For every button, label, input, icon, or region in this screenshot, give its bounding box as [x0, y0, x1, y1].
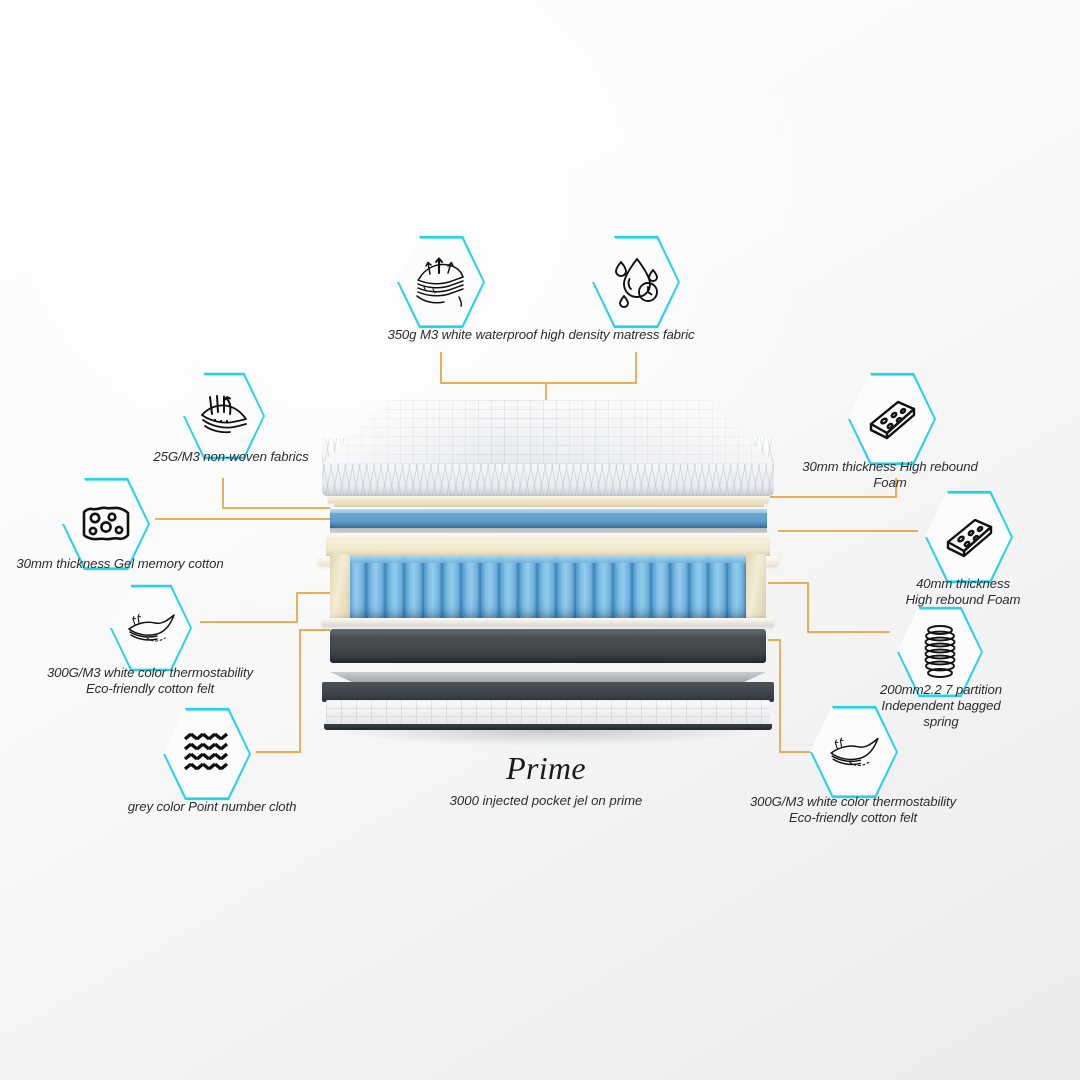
foam-block-icon	[865, 398, 919, 440]
caption-cotton-felt-right: 300G/M3 white color thermostability Eco-…	[749, 794, 957, 826]
wire-cotton-felt-left	[200, 592, 334, 623]
brand-name: Prime	[506, 750, 586, 786]
layer-quilted-top-fabric	[322, 400, 774, 500]
feature-icon-water-repellent[interactable]	[592, 234, 680, 330]
brand-tagline: 3000 injected pocket jel on prime	[449, 793, 643, 808]
feature-icon-point-number-cloth[interactable]	[163, 706, 251, 802]
feature-icon-gel-memory-cotton[interactable]	[62, 476, 150, 572]
zigzag-weave-icon	[182, 731, 232, 777]
feature-icon-waterproof-fabric[interactable]	[397, 234, 485, 330]
wire-waterproof-fabric	[440, 352, 637, 384]
caption-high-rebound-foam-30: 30mm thickness High rebound Foam	[802, 459, 978, 491]
layer-cotton-felt-sheet	[322, 618, 774, 626]
feature-icon-cotton-felt-left[interactable]	[110, 583, 192, 673]
wire-point-number-cloth	[256, 629, 330, 753]
feature-icon-high-rebound-foam-40[interactable]	[925, 489, 1013, 585]
layer-gel-top-bevel	[330, 509, 767, 514]
feature-icon-non-woven-fabrics[interactable]	[183, 371, 265, 461]
layer-non-woven-strip-b	[334, 503, 764, 507]
coil-spring-icon	[919, 624, 961, 680]
foam-block-icon	[942, 516, 996, 558]
cotton-felt-sheet-icon	[827, 733, 881, 771]
breathable-fabric-layers-icon	[415, 257, 467, 307]
caption-waterproof-fabric: 350g M3 white waterproof high density ma…	[387, 327, 695, 342]
caption-cotton-felt-left: 300G/M3 white color thermostability Eco-…	[46, 665, 254, 697]
non-woven-fabric-icon	[199, 395, 249, 437]
layer-foam30-bevel	[326, 533, 770, 540]
feature-icon-cotton-felt-right[interactable]	[810, 704, 898, 800]
layer-base-unit	[322, 672, 774, 746]
feature-icon-bagged-spring[interactable]	[897, 605, 983, 699]
caption-non-woven-fabrics: 25G/M3 non-woven fabrics	[153, 449, 309, 464]
caption-point-number-cloth: grey color Point number cloth	[127, 799, 297, 814]
gel-foam-block-icon	[80, 504, 132, 544]
caption-gel-memory-cotton: 30mm thickness Gel memory cotton	[16, 556, 224, 571]
layer-high-rebound-foam-30	[326, 540, 770, 558]
caption-bagged-spring: 200mm2.2 7 partition Independent bagged …	[880, 682, 1002, 730]
wire-bagged-spring	[768, 582, 890, 633]
layer-independent-bagged-springs	[330, 554, 766, 620]
caption-high-rebound-foam-40: 40mm thickness High rebound Foam	[905, 576, 1021, 608]
wire-non-woven-fabrics	[222, 478, 330, 509]
wire-high-rebound-foam-30	[770, 478, 897, 498]
brand-block: Prime 3000 injected pocket jel on prime	[450, 752, 643, 808]
water-droplet-icon	[611, 256, 661, 308]
layer-gel-memory-cotton	[330, 513, 767, 528]
layer-gel-shadow	[330, 528, 767, 533]
feature-icon-high-rebound-foam-30[interactable]	[848, 371, 936, 467]
wire-cotton-felt-right	[768, 639, 812, 753]
layer-dark-foam-box	[330, 629, 766, 663]
layer-non-woven-strip-a	[328, 496, 768, 503]
cotton-felt-sheet-icon	[125, 610, 177, 646]
